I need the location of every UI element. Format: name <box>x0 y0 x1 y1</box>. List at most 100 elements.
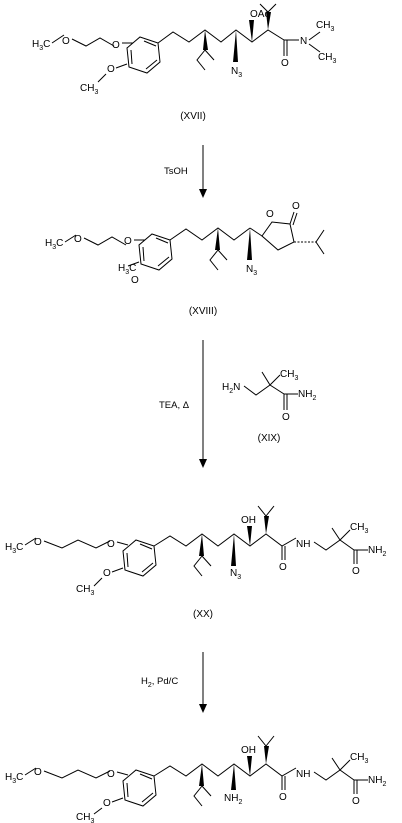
xx-o-amide: O <box>279 562 287 573</box>
xix-chain <box>243 384 271 396</box>
xix-o-label: O <box>282 412 290 423</box>
xvii-nme-a-bond <box>308 31 321 41</box>
xviii-o-carbonyl: O <box>292 201 300 212</box>
xviii-n3-label: N3 <box>246 264 257 277</box>
final-isopropyl-b <box>201 785 212 797</box>
xviii-isopropyl-wedge <box>215 228 220 250</box>
xvii-propyl-chain <box>71 37 115 47</box>
xx-ch3-label: CH3 <box>350 522 368 535</box>
final-o-meo: O <box>103 798 111 809</box>
xvii-isopropyl-b <box>204 49 215 61</box>
arrow-step1-head <box>199 189 207 198</box>
final-o-amide: O <box>279 792 287 803</box>
arrow-step3-head <box>199 704 207 713</box>
compound-xx-id: (XX) <box>193 609 213 620</box>
xx-isopropyl-b <box>201 555 212 567</box>
xix-h2n-label: H2N <box>222 382 240 395</box>
xx-isopropyl-a <box>193 555 203 577</box>
xviii-co-bond <box>289 211 295 225</box>
xx-nh2-label: NH2 <box>368 545 386 558</box>
final-amine-wedge <box>231 764 236 790</box>
xvii-ch3-a: CH3 <box>316 20 334 33</box>
xviii-ring-double-3 <box>142 246 145 262</box>
xviii-o-lactone: O <box>266 209 274 220</box>
xx-n3-label: N3 <box>230 568 241 581</box>
compound-xvii-id: (XVII) <box>180 111 206 122</box>
xx-alpha-isopropyl <box>257 505 275 517</box>
xx-o-term: O <box>352 566 360 577</box>
final-main-chain <box>153 763 297 777</box>
xviii-propyl-chain <box>83 236 127 246</box>
final-carbonyl-link <box>339 769 355 781</box>
xviii-chain-bond <box>64 234 77 243</box>
xviii-o-meo: O <box>131 275 139 286</box>
xx-meo-ch3-bond <box>93 577 103 587</box>
final-oh-label: OH <box>241 745 256 756</box>
xvii-o-ether: O <box>62 36 70 47</box>
final-isopropyl-a <box>193 785 203 807</box>
xvii-ring-double-1 <box>143 40 157 47</box>
arrow-step2-head <box>199 459 207 468</box>
xx-main-chain <box>153 533 297 547</box>
xvii-meo-ch3-bond <box>97 73 107 83</box>
xx-chain-bond <box>24 537 37 546</box>
xx-me-a <box>331 527 341 541</box>
xviii-n3-wedge <box>247 228 252 260</box>
xx-n3-wedge <box>231 534 236 566</box>
reagent-step3: H2, Pd/C <box>141 676 178 689</box>
xviii-ring-isopropyl <box>315 229 325 255</box>
xvii-ch3-b: CH3 <box>318 52 336 65</box>
compound-xix-id: (XIX) <box>258 433 281 444</box>
xix-me-a <box>261 371 271 386</box>
final-alpha-isopropyl <box>257 735 275 747</box>
xvii-alpha-isopropyl <box>259 3 277 13</box>
final-oh-wedge <box>247 756 252 776</box>
xx-me-b <box>339 529 351 541</box>
xx-propyl-chain <box>43 539 111 549</box>
final-amine-chain <box>313 769 341 781</box>
final-meo-ch3-bond <box>93 807 103 815</box>
final-nh-label: NH <box>296 769 310 780</box>
final-alpha-wedge <box>264 746 269 764</box>
xx-o-ring: O <box>107 539 115 550</box>
xvii-nme-b-bond <box>308 43 321 53</box>
xvii-isopropyl-wedge <box>203 30 208 50</box>
xx-ring-double-2 <box>141 562 154 573</box>
final-ch3-label: CH3 <box>350 752 368 765</box>
xx-oh-label: OH <box>241 515 256 526</box>
xx-nh-label: NH <box>296 539 310 550</box>
xx-ring-double-3 <box>126 552 129 568</box>
final-propyl-chain <box>43 769 111 779</box>
final-me-a <box>331 757 341 771</box>
xvii-o-amide: O <box>281 58 289 69</box>
xx-meo-bond <box>111 567 124 573</box>
final-o-ring: O <box>107 769 115 780</box>
xx-o-ether: O <box>34 537 42 548</box>
xx-h3c-label: H3C <box>5 542 23 555</box>
xviii-ring-double-1 <box>155 237 169 244</box>
xx-oh-wedge <box>247 526 252 546</box>
final-isopropyl-wedge <box>199 764 204 786</box>
final-h3c-label: H3C <box>5 772 23 785</box>
xvii-ring-double-3 <box>130 49 133 65</box>
xix-ch3-label: CH3 <box>280 369 298 382</box>
xvii-isopropyl-a <box>196 49 206 71</box>
xx-amine-chain <box>313 539 341 551</box>
final-oring-bond <box>116 771 129 776</box>
xx-benzene-ring <box>122 539 157 577</box>
xvii-meo-bond <box>115 63 128 69</box>
xviii-benzene-ring <box>138 233 173 271</box>
xviii-o-ring: O <box>124 236 132 247</box>
xvii-benzene-ring <box>126 36 161 74</box>
xviii-lactone-link <box>249 227 263 237</box>
xx-isopropyl-wedge <box>199 534 204 556</box>
xvii-oac-wedge <box>249 20 254 42</box>
xvii-n-amide: N <box>300 36 307 47</box>
xx-alpha-wedge <box>264 516 269 534</box>
xix-carbonyl-link <box>269 384 285 395</box>
final-chain-bond <box>24 767 37 776</box>
reagent-step2: TEA, Δ <box>159 400 190 411</box>
final-o-ether: O <box>34 767 42 778</box>
compound-xix-structure: H2N CH3 O NH2 <box>222 369 316 423</box>
